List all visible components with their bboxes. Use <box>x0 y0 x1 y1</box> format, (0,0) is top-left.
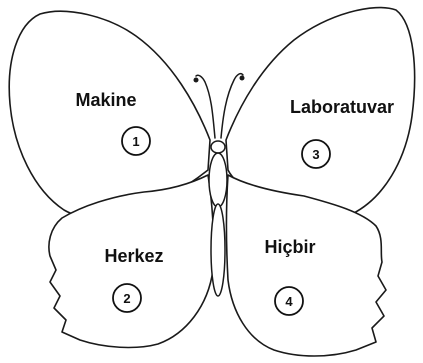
butterfly-head <box>210 140 226 154</box>
lower-right-wing <box>225 174 387 357</box>
number-circle <box>121 126 151 156</box>
number-circle <box>274 286 304 316</box>
number-circle <box>112 283 142 313</box>
right-antenna-tip <box>239 75 245 81</box>
wing-word: Hiçbir <box>264 237 315 257</box>
wing-number: 2 <box>123 291 130 306</box>
wing-label-upper-right: Laboratuvar 3 <box>290 97 394 169</box>
wing-number: 4 <box>285 294 293 309</box>
wing-label-upper-left: Makine 1 <box>75 90 151 156</box>
butterfly-abdomen <box>210 203 226 297</box>
wing-label-lower-left: Herkez 2 <box>104 246 164 313</box>
wing-word: Makine <box>75 90 136 110</box>
wing-number: 1 <box>132 134 139 149</box>
left-antenna-tip <box>193 77 199 83</box>
number-circle <box>301 139 331 169</box>
left-antenna <box>195 74 216 139</box>
wing-word: Herkez <box>104 246 163 266</box>
butterfly-thorax <box>208 152 228 208</box>
wing-number: 3 <box>312 147 319 162</box>
right-antenna <box>220 72 244 139</box>
wing-word: Laboratuvar <box>290 97 394 117</box>
wing-label-lower-right: Hiçbir 4 <box>264 237 316 316</box>
